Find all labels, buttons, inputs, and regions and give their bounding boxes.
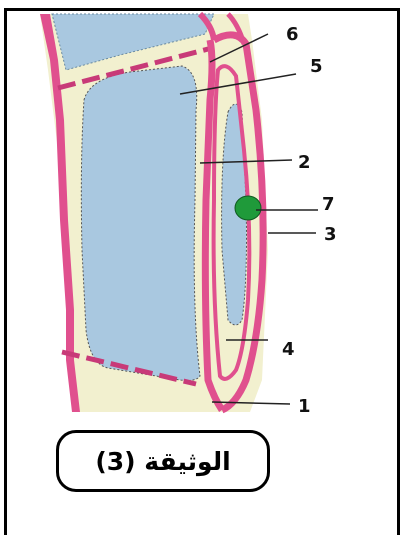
label-4: 4 xyxy=(282,339,295,360)
large-cell-vacuole xyxy=(81,66,200,381)
caption-title: الوثيقة (3) xyxy=(95,447,230,476)
label-1: 1 xyxy=(298,396,311,417)
label-3: 3 xyxy=(324,224,337,245)
label-7: 7 xyxy=(322,194,335,215)
label-6: 6 xyxy=(286,24,299,45)
label-5: 5 xyxy=(310,56,323,77)
nucleus xyxy=(235,196,261,220)
caption-box: الوثيقة (3) xyxy=(56,430,270,492)
label-2: 2 xyxy=(298,152,311,173)
